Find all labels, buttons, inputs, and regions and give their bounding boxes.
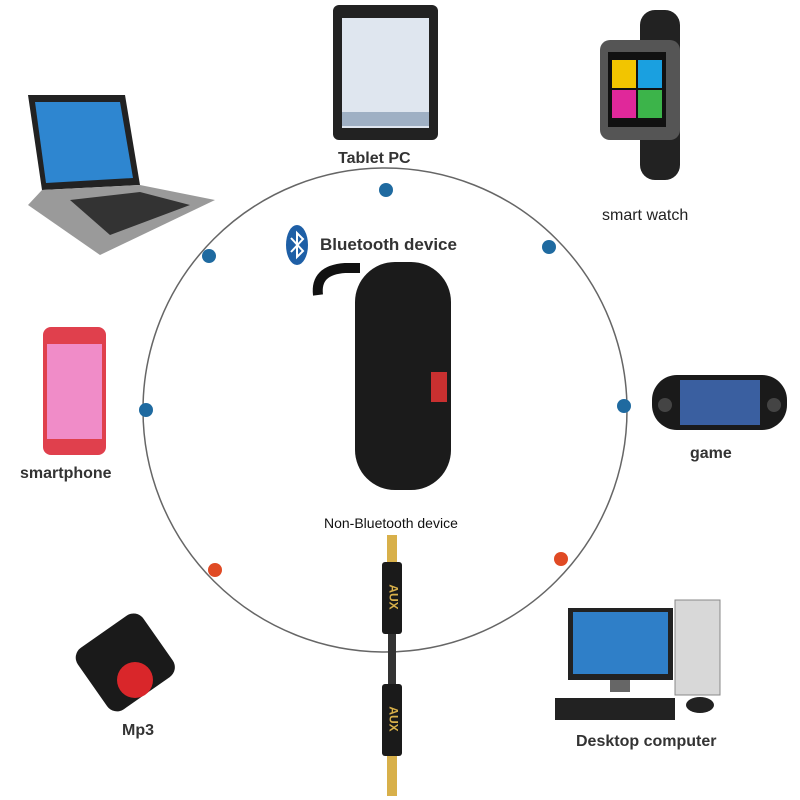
label-mp3: Mp3 <box>122 722 154 739</box>
dot-smartphone <box>139 403 153 417</box>
label-tablet: Tablet PC <box>338 150 411 167</box>
dot-desktop <box>554 552 568 566</box>
dot-watch <box>542 240 556 254</box>
label-smartwatch: smart watch <box>602 207 689 224</box>
label-bluetooth-device: Bluetooth device <box>320 235 457 254</box>
smartphone-image <box>43 327 106 455</box>
label-game: game <box>690 445 732 462</box>
tablet-image <box>333 5 438 140</box>
desktop-computer-image <box>555 599 721 720</box>
mp3-player-image <box>75 613 175 712</box>
connection-dots <box>139 183 631 577</box>
aux-cable-image <box>382 535 402 796</box>
dot-tablet <box>379 183 393 197</box>
dot-mp3 <box>208 563 222 577</box>
laptop-image <box>28 95 215 255</box>
aux-label-bottom: AUX <box>386 706 401 732</box>
label-smartphone: smartphone <box>20 465 112 482</box>
label-desktop: Desktop computer <box>576 733 717 750</box>
aux-label-top: AUX <box>386 584 401 610</box>
game-console-image <box>652 375 787 430</box>
label-non-bluetooth-device: Non-Bluetooth device <box>324 515 458 531</box>
dot-laptop <box>202 249 216 263</box>
smartwatch-image <box>600 10 680 180</box>
bluetooth-icon <box>286 225 308 265</box>
dot-game <box>617 399 631 413</box>
bluetooth-speaker-image <box>312 262 451 490</box>
